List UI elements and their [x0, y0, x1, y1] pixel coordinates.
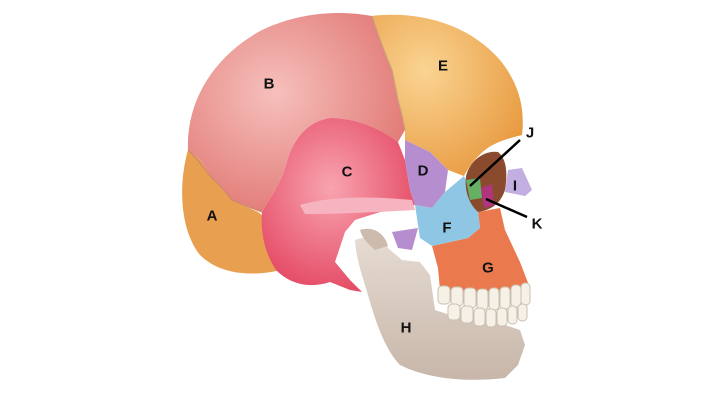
coronal-suture — [371, 15, 406, 131]
sphenoid-lower — [392, 228, 418, 250]
label-d: D — [417, 162, 429, 180]
maxilla-bone — [432, 208, 530, 296]
lambdoid-suture — [187, 149, 263, 213]
label-c: C — [341, 163, 353, 181]
occipital-bone — [182, 150, 288, 274]
label-j: J — [525, 124, 535, 142]
label-f: F — [442, 219, 452, 237]
label-k: K — [531, 215, 543, 233]
mandible-bone — [355, 237, 525, 380]
parietal-bone — [187, 12, 405, 213]
pointer-line-k — [485, 197, 528, 219]
label-g: G — [482, 259, 494, 277]
zygomatic-bone — [415, 176, 480, 246]
frontal-bone — [372, 14, 523, 177]
label-a: A — [206, 207, 218, 225]
label-i: I — [512, 177, 518, 195]
label-b: B — [263, 75, 275, 93]
zygomatic-arch — [300, 197, 415, 214]
mandible-condyle — [360, 228, 388, 250]
lower-teeth — [447, 303, 528, 328]
pointer-line-j — [469, 139, 521, 187]
nasal-bone — [505, 168, 532, 196]
ethmoid-bone — [466, 178, 482, 200]
sphenoid-bone — [405, 140, 448, 208]
label-e: E — [437, 57, 449, 75]
label-h: H — [400, 319, 412, 337]
